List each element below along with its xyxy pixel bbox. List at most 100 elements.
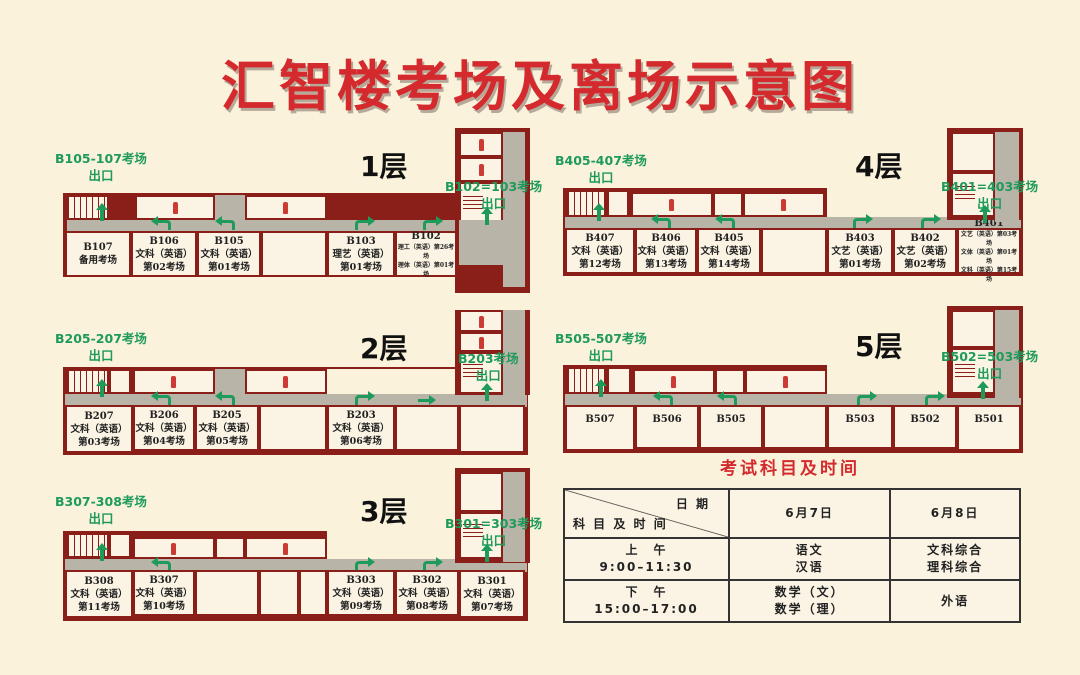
- turn-right-arrow-icon: [423, 557, 443, 571]
- corridor: [565, 217, 1021, 229]
- floor-label: 2层: [360, 332, 408, 365]
- turn-right-arrow-icon: [423, 216, 443, 230]
- floor-label: 3层: [360, 495, 408, 528]
- turn-right-arrow-icon: [355, 557, 375, 571]
- turn-right-arrow-icon: [921, 214, 941, 228]
- stair-landing: [109, 533, 131, 558]
- stairwell: [459, 182, 503, 224]
- room-unlabeled: [459, 472, 503, 512]
- floor-4-plan: 4层 B405-407考场 出口 B407 文科（英语） 第12考场 B406 …: [555, 125, 1038, 295]
- room-b406: B406 文科（英语） 第13考场: [635, 228, 697, 274]
- turn-left-arrow-icon: [651, 214, 671, 228]
- restroom: [245, 369, 327, 394]
- corridor: [503, 472, 525, 562]
- restroom: [459, 332, 503, 352]
- corridor: [67, 220, 527, 232]
- header-corner: 日 期 科 目 及 时 间: [563, 488, 730, 539]
- room-b302: B302 文科（英语） 第08考场: [395, 570, 459, 616]
- exit-arrow-icon: [96, 379, 108, 397]
- corridor: [995, 132, 1019, 222]
- exit-label-left: B405-407考场 出口: [555, 153, 647, 185]
- restroom: [743, 192, 825, 217]
- open-area: [827, 365, 955, 394]
- room-b403: B403 文艺（英语） 第01考场: [827, 228, 893, 274]
- room-unlabeled: [951, 310, 995, 348]
- floor-label: 5层: [855, 330, 903, 363]
- restroom: [631, 192, 713, 217]
- room-b401: B401 文艺（英语）第03考场 文体（英语）第01考场 文科（英语）第15考场: [957, 218, 1021, 283]
- corridor: [215, 195, 245, 220]
- room-unlabeled: [261, 231, 327, 277]
- turn-left-arrow-icon: [717, 391, 737, 405]
- stairwell: [459, 352, 503, 394]
- room-unlabeled: [259, 570, 299, 616]
- floor-label: 1层: [360, 150, 408, 183]
- open-area: [827, 188, 955, 217]
- restroom: [459, 132, 503, 157]
- room-b106: B106 文科（英语） 第02考场: [131, 231, 197, 277]
- room-unlabeled: [761, 228, 827, 274]
- exit-label-left: B505-507考场 出口: [555, 331, 647, 363]
- room-unlabeled: [259, 405, 327, 451]
- stairwell: [459, 512, 503, 559]
- exit-label-right: B203考场 出口: [458, 351, 519, 383]
- floor-5-plan: 5层 B505-507考场 出口 B507 B506 B505 B503 B50…: [555, 303, 1038, 473]
- turn-left-arrow-icon: [715, 214, 735, 228]
- corridor: [215, 369, 245, 394]
- stair-landing: [607, 367, 631, 394]
- stairs: [67, 195, 109, 220]
- room-b105: B105 文科（英语） 第01考场: [197, 231, 261, 277]
- room-b505: B505: [699, 405, 763, 449]
- turn-left-arrow-icon: [653, 391, 673, 405]
- open-area: [713, 192, 743, 217]
- page-title: 汇智楼考场及离场示意图: [221, 55, 859, 118]
- open-area: [327, 531, 455, 559]
- floor-label: 4层: [855, 150, 903, 183]
- turn-left-arrow-icon: [151, 391, 171, 405]
- room-b107: B107 备用考场: [65, 231, 131, 277]
- subject-cell: 外语: [889, 579, 1021, 623]
- restroom: [245, 195, 327, 220]
- exit-label-right: B502=503考场 出口: [941, 349, 1039, 381]
- room-b407: B407 文科（英语） 第12考场: [565, 228, 635, 274]
- restroom: [633, 369, 715, 394]
- open-area: [215, 537, 245, 559]
- exit-label-right: B301=303考场 出口: [445, 516, 543, 548]
- turn-left-arrow-icon: [215, 391, 235, 405]
- room-b506: B506: [635, 405, 699, 449]
- turn-right-arrow-icon: [925, 391, 945, 405]
- turn-right-arrow-icon: [355, 216, 375, 230]
- exit-label-left: B105-107考场 出口: [55, 151, 147, 183]
- restroom: [459, 157, 503, 182]
- floor-2-plan: 2层 B205-207考场 出口 B207 文科（英语） 第03考场 B206 …: [55, 305, 530, 475]
- exit-arrow-icon: [481, 207, 493, 225]
- room-b307: B307 文科（英语） 第10考场: [133, 570, 195, 616]
- corridor: [459, 220, 525, 265]
- turn-left-arrow-icon: [151, 557, 171, 571]
- room-b308: B308 文科（英语） 第11考场: [65, 570, 133, 618]
- room-b503: B503: [827, 405, 893, 449]
- turn-left-arrow-icon: [215, 216, 235, 230]
- room-b206: B206 文科（英语） 第04考场: [133, 405, 195, 451]
- room-b501: B501: [957, 405, 1021, 451]
- room-b301: B301 文科（英语） 第07考场: [459, 570, 525, 618]
- exit-arrow-icon: [481, 383, 493, 401]
- room-b103: B103 理艺（英语） 第01考场: [327, 231, 395, 277]
- room-unlabeled: [195, 570, 259, 616]
- room-b507: B507: [565, 405, 635, 451]
- exit-arrow-icon: [96, 203, 108, 221]
- time-slot: 下 午 15:00–17:00: [563, 579, 730, 623]
- corridor: [65, 559, 527, 572]
- date-header: 6月8日: [889, 488, 1021, 539]
- exit-label-right: B401=403考场 出口: [941, 179, 1039, 211]
- exit-label-right: B102=103考场 出口: [445, 179, 543, 211]
- date-header: 6月7日: [727, 488, 892, 539]
- exit-arrow-icon: [481, 544, 493, 562]
- floor-1-plan: 1层 B105-107考场 出口 B107 备用考场 B106 文科（英语） 第…: [55, 125, 542, 295]
- room-b205: B205 文科（英语） 第05考场: [195, 405, 259, 451]
- room-unlabeled: [299, 570, 327, 616]
- room-b102: B102 理工（英语）第26考场 理体（英语）第01考场: [395, 231, 457, 278]
- restroom: [135, 195, 215, 220]
- turn-right-arrow-icon: [853, 214, 873, 228]
- exit-arrow-icon: [96, 543, 108, 561]
